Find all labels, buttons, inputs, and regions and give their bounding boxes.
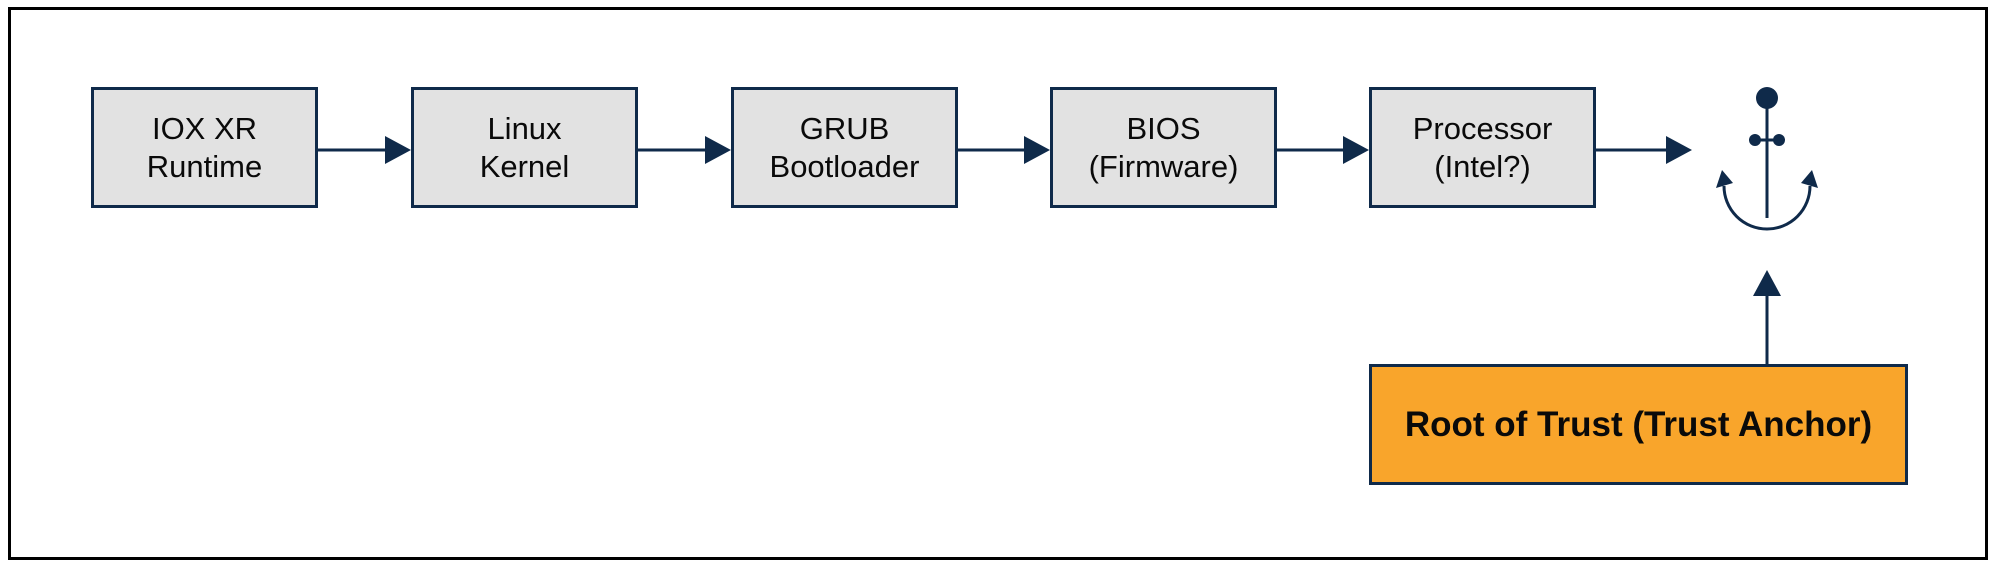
node-label-line-1: Linux	[487, 110, 562, 146]
arrow-grub-to-bios	[958, 136, 1050, 164]
diagram-frame	[8, 7, 1988, 560]
node-label-line-1: IOX XR	[151, 110, 258, 146]
node-label-line-1: BIOS	[1126, 110, 1201, 146]
arrow-root-to-anchor	[1753, 270, 1781, 364]
anchor-icon	[1716, 87, 1818, 231]
node-label-line-2: Kernel	[479, 148, 570, 184]
node-processor: Processor (Intel?)	[1369, 87, 1596, 208]
node-bios-firmware: BIOS (Firmware)	[1050, 87, 1277, 208]
node-linux-kernel: Linux Kernel	[411, 87, 638, 208]
node-label-line-1: Processor	[1412, 110, 1553, 146]
arrow-linux-to-grub	[638, 136, 731, 164]
node-label-line-1: GRUB	[799, 110, 890, 146]
node-label-line-2: (Firmware)	[1088, 148, 1239, 184]
node-label-line-2: Bootloader	[769, 148, 920, 184]
arrow-bios-to-processor	[1277, 136, 1369, 164]
root-of-trust-box: Root of Trust (Trust Anchor)	[1369, 364, 1908, 485]
node-label-line-2: Runtime	[146, 148, 263, 184]
node-grub-bootloader: GRUB Bootloader	[731, 87, 958, 208]
arrow-processor-to-anchor	[1596, 136, 1692, 164]
node-iox-xr-runtime: IOX XR Runtime	[91, 87, 318, 208]
root-of-trust-label: Root of Trust (Trust Anchor)	[1404, 404, 1873, 444]
node-label-line-2: (Intel?)	[1434, 148, 1531, 184]
arrow-iox-to-linux	[318, 136, 411, 164]
